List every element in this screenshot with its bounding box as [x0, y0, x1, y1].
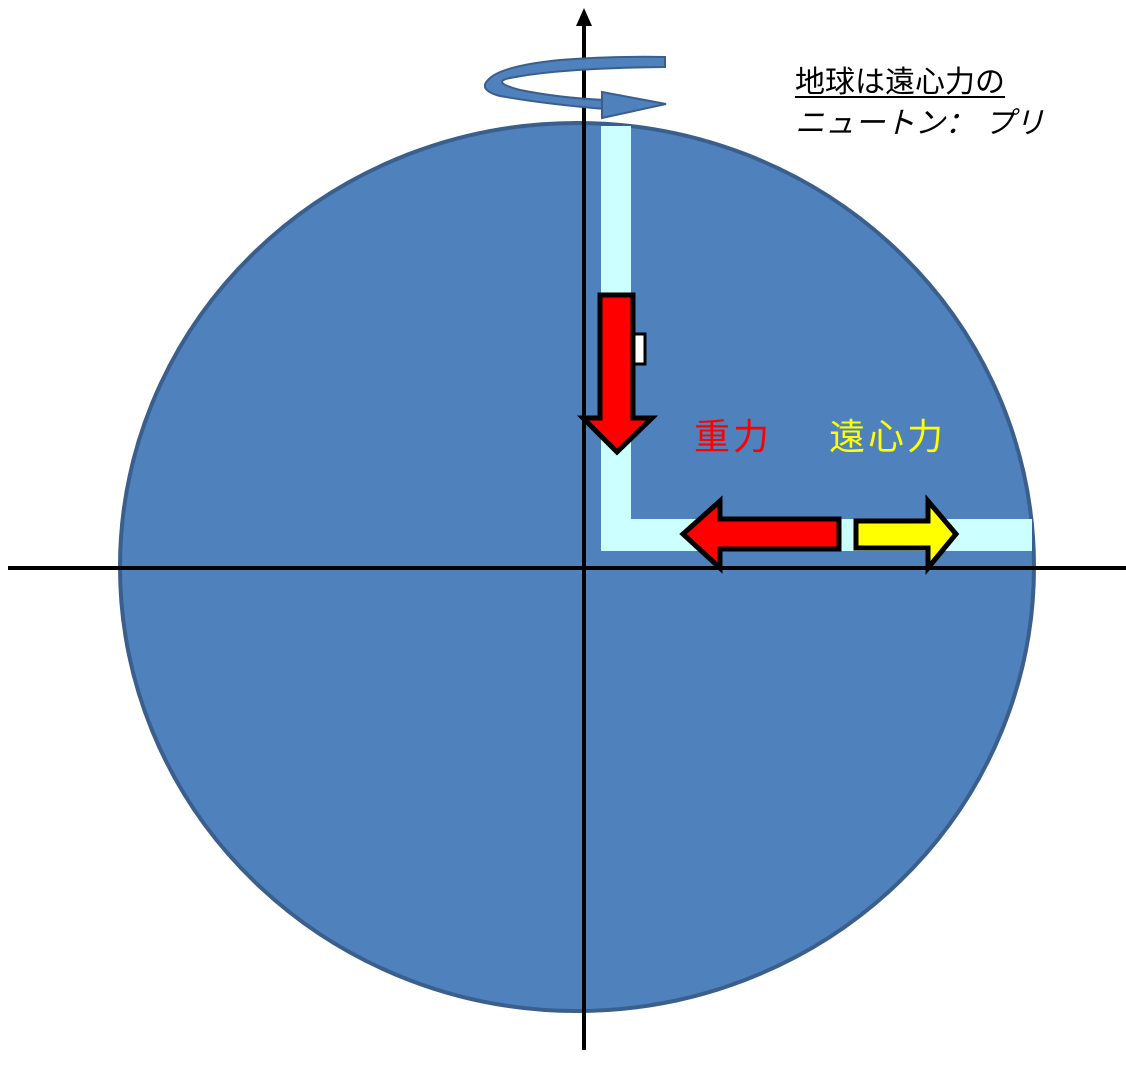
gravity-left-arrow-icon — [679, 495, 842, 574]
axis-arrowhead-icon — [576, 8, 592, 26]
gravity-down-arrow-icon — [576, 292, 659, 456]
rotation-arrow-icon — [484, 55, 667, 120]
caption-subtitle: ニュートン： プリ — [795, 106, 1045, 141]
centrifugal-label: 遠心力 — [829, 417, 947, 458]
centrifugal-right-arrow-icon — [853, 494, 960, 575]
gravity-label: 重力 — [694, 417, 773, 458]
caption-title: 地球は遠心力の — [795, 65, 1005, 100]
